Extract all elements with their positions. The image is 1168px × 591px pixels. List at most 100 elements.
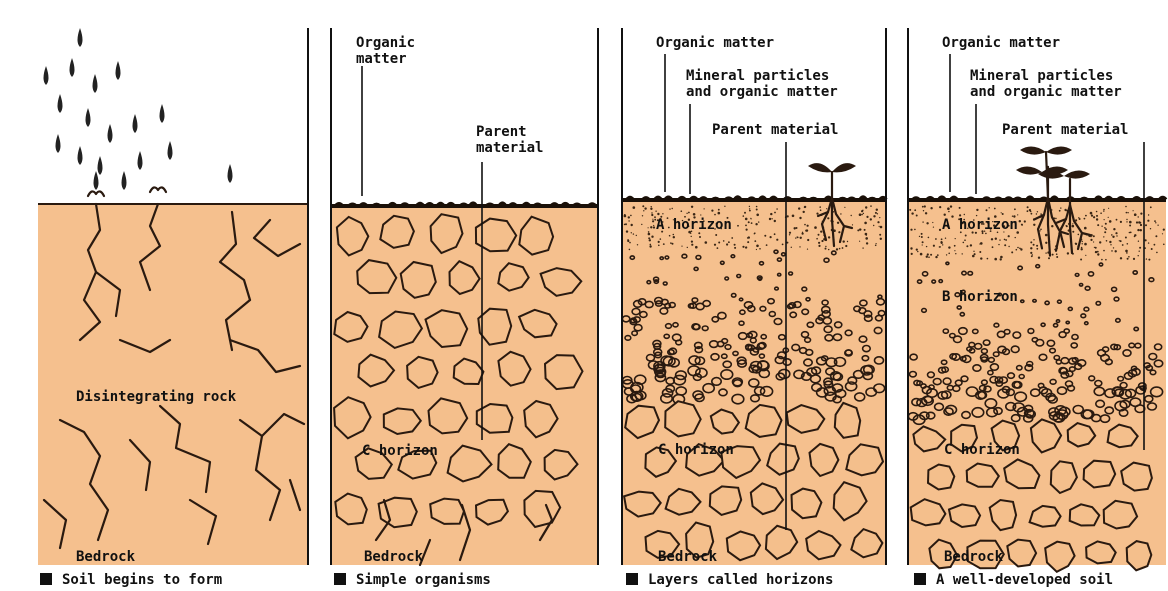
organic-bit [711,197,719,199]
mineral-particle [648,233,651,236]
mineral-particle [1112,236,1114,238]
mineral-particle [1014,208,1016,210]
organic-bit [839,197,847,199]
mineral-particle [700,214,701,215]
raindrop-icon [58,94,63,113]
mineral-particle [804,224,806,226]
mineral-particle [717,247,719,249]
mineral-particle [911,212,913,214]
mineral-particle [964,239,966,241]
mineral-particle [1075,243,1077,245]
mineral-particle [747,241,749,243]
mineral-particle [926,222,928,224]
mineral-particle [631,224,633,226]
mineral-particle [1030,252,1032,254]
mineral-particle [1100,212,1102,214]
raindrop-icon [98,156,103,175]
mineral-particle [657,213,659,215]
mineral-particle [633,206,636,209]
mineral-particle [819,206,821,208]
mineral-particle [1130,232,1132,234]
organic-bit [725,197,733,199]
mineral-particle [1104,231,1106,233]
mineral-particle [795,237,796,238]
organic-bit [573,203,581,205]
mineral-particle [873,215,875,217]
organic-bit [1026,196,1034,199]
raindrop-icon [122,171,127,190]
mineral-particle [718,242,720,244]
organic-bit [699,197,707,199]
mineral-particle [1138,255,1139,256]
mineral-particle [1120,240,1122,242]
mineral-particle [1030,247,1032,249]
mineral-particle [1005,239,1007,241]
mineral-particle [922,244,923,245]
mineral-particle [743,215,745,217]
label-organic-line2: matter [356,51,407,67]
mineral-particle [1101,226,1102,227]
mineral-particle [1072,231,1074,233]
mineral-particle [1163,229,1165,231]
label-bedrock: Bedrock [364,549,424,565]
mineral-particle [651,236,653,238]
rock-fragment [928,465,954,490]
mineral-particle [821,240,823,242]
mineral-particle [1099,241,1101,243]
mineral-particle [734,244,736,246]
mineral-particle [651,212,652,213]
mineral-particle [1105,223,1107,225]
organic-bit [1146,197,1154,199]
mineral-particle [1135,214,1136,215]
organic-bit [1105,196,1113,199]
mineral-particle [1032,254,1033,255]
mineral-particle [1036,245,1038,247]
plant-leaf-icon [1016,166,1042,174]
mineral-particle [998,244,999,245]
mineral-particle [1081,247,1083,249]
mineral-particle [759,248,761,250]
mineral-particle [754,232,756,234]
mineral-particle [991,238,993,240]
mineral-particle [1108,208,1109,209]
mineral-particle [643,210,644,211]
mineral-particle [1040,213,1042,215]
raindrop-icon [78,146,83,165]
mineral-particle [1052,254,1054,256]
mineral-particle [1150,228,1151,229]
mineral-particle [1133,258,1135,260]
organic-bit [926,197,934,199]
organic-bit [534,203,542,205]
mineral-particle [1067,252,1069,254]
mineral-particle [748,236,750,238]
mineral-particle [751,222,753,224]
mineral-particle [933,245,935,247]
mineral-particle [923,210,924,211]
organic-bit [509,203,517,205]
mineral-particle [870,218,872,220]
mineral-particle [1091,215,1093,217]
mineral-particle [917,251,918,252]
mineral-particle [986,209,988,211]
mineral-particle [946,254,947,255]
raindrop-icon [133,114,138,133]
mineral-particle [1148,259,1150,261]
organic-bit [359,203,367,205]
mineral-particle [1104,227,1106,229]
mineral-particle [651,214,653,216]
mineral-particle [1103,250,1105,252]
label-organic-line1: Organic [356,35,415,51]
mineral-particle [962,253,963,254]
mineral-particle [699,236,701,238]
mineral-particle [673,236,675,238]
mineral-particle [1017,247,1019,249]
mineral-particle [994,258,997,261]
mineral-particle [653,226,655,228]
mineral-particle [1016,249,1018,251]
mineral-particle [828,249,829,250]
organic-bit [1133,197,1141,199]
organic-bit [690,197,698,199]
organic-bit [748,197,756,199]
organic-bit [550,203,558,205]
organic-bit [401,203,409,205]
